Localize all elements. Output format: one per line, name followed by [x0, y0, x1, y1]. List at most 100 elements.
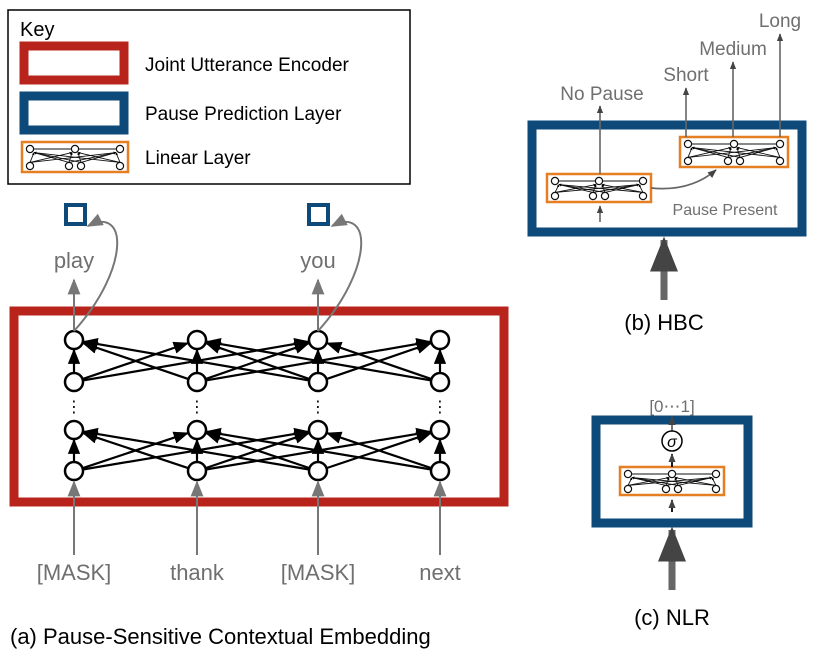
nlr-output-range: [0⋯1] — [649, 397, 694, 416]
linear-edge — [33, 151, 82, 163]
input-label-thank: thank — [170, 560, 225, 585]
ellipsis-col-1: ⋮ — [66, 399, 82, 416]
nlr-panel: σ [0⋯1] (c) NLR — [591, 397, 753, 630]
output-curve-play — [73, 213, 119, 332]
node-col3-row4 — [307, 460, 329, 482]
output-square-you — [307, 203, 330, 226]
ellipsis-col-4: ⋮ — [432, 399, 448, 416]
edge-bottom-2-1 — [205, 431, 310, 470]
linear-edge — [775, 147, 781, 158]
linear-node-top — [667, 469, 677, 479]
linear-node-bottom — [588, 191, 598, 201]
linear-edge — [665, 477, 670, 486]
linear-node-bottom — [661, 484, 671, 494]
linear-node-bottom — [711, 484, 721, 494]
linear-edge — [631, 476, 679, 486]
linear-node-bottom — [64, 161, 74, 171]
node-col1-row2 — [63, 371, 85, 393]
linear-node-top — [70, 144, 80, 154]
linear-edge — [29, 152, 35, 163]
linear-edge — [68, 151, 117, 163]
node-col4-row1 — [429, 329, 451, 351]
output-label-you: you — [300, 248, 335, 273]
hbc-output-short: Short — [663, 65, 709, 86]
linear-edge — [115, 152, 121, 163]
edge-top-3-2 — [325, 341, 432, 381]
linear-edge — [558, 183, 644, 193]
linear-edge — [691, 146, 781, 158]
node-col2-row3 — [186, 419, 208, 441]
linear-edge — [691, 146, 741, 158]
linear-edge — [554, 184, 560, 193]
encoder-panel: play you [MASK] thank [MASK] next ⋮ ⋮ ⋮ … — [9, 203, 509, 649]
ellipsis-col-3: ⋮ — [310, 399, 326, 416]
linear-edge — [68, 152, 73, 163]
linear-edge — [33, 151, 121, 163]
linear-edge — [674, 476, 717, 486]
linear-edge — [736, 146, 781, 158]
node-col4-row2 — [429, 371, 451, 393]
output-label-play: play — [54, 248, 94, 273]
edge-top-2-0 — [82, 337, 310, 382]
node-col1-row3 — [63, 419, 85, 441]
linear-node-top — [729, 139, 739, 149]
edge-bottom-1-0 — [82, 431, 189, 470]
caption-a: (a) Pause-Sensitive Contextual Embedding — [10, 624, 431, 649]
key-linear-swatch — [20, 140, 130, 174]
edge-top-1-0 — [82, 341, 189, 381]
edge-bottom-2-0 — [82, 427, 310, 471]
input-label-mask-2: [MASK] — [281, 560, 356, 585]
linear-node-bottom — [775, 156, 785, 166]
edge-bottom-3-2 — [326, 431, 432, 470]
linear-node-top — [711, 469, 721, 479]
node-col2-row1 — [186, 329, 208, 351]
hbc-output-long: Long — [759, 11, 801, 32]
linear-edge — [627, 477, 633, 486]
linear-node-top — [25, 144, 35, 154]
node-col1-row4 — [63, 460, 85, 482]
linear-node-top — [550, 176, 560, 186]
input-label-mask-1: [MASK] — [37, 560, 112, 585]
encoder-connections — [67, 337, 447, 471]
linear-node-bottom — [735, 156, 745, 166]
linear-node-top — [775, 139, 785, 149]
linear-edge — [727, 146, 777, 158]
linear-node-bottom — [600, 191, 610, 201]
node-col4-row3 — [429, 419, 451, 441]
node-col3-row2 — [307, 371, 329, 393]
input-label-next: next — [419, 560, 461, 585]
linear-node-bottom — [550, 191, 560, 201]
node-col2-row4 — [186, 460, 208, 482]
linear-node-top — [638, 176, 648, 186]
edge-bottom-3-1 — [205, 427, 432, 471]
linear-node-bottom — [673, 484, 683, 494]
linear-edge — [77, 151, 121, 163]
linear-node-top — [623, 469, 633, 479]
edge-top-2-1 — [204, 342, 310, 381]
edge-top-3-1 — [205, 337, 432, 382]
hbc-linear-left — [545, 172, 653, 204]
hbc-linear-right — [678, 135, 790, 169]
key-encoder-label: Joint Utterance Encoder — [145, 55, 350, 76]
key-title: Key — [20, 19, 54, 41]
sigmoid-node — [661, 430, 683, 452]
linear-node-bottom — [623, 484, 633, 494]
ellipsis-col-2: ⋮ — [189, 399, 205, 416]
key-linear-label: Linear Layer — [145, 148, 251, 169]
output-square-play — [64, 203, 87, 226]
linear-edge — [29, 151, 117, 163]
hbc-output-medium: Medium — [699, 39, 767, 60]
linear-node-bottom — [683, 156, 693, 166]
output-curve-you — [317, 213, 363, 332]
linear-edge — [687, 147, 693, 158]
linear-node-bottom — [723, 156, 733, 166]
linear-node-bottom — [76, 161, 86, 171]
linear-node-top — [594, 176, 604, 186]
linear-edge — [592, 184, 597, 193]
node-col1-row1 — [63, 329, 85, 351]
linear-edge — [558, 183, 606, 193]
key-legend: Key Joint Utterance Encoder Pause Predic… — [7, 9, 411, 185]
encoder-frame — [9, 306, 509, 507]
linear-edge — [638, 184, 644, 193]
